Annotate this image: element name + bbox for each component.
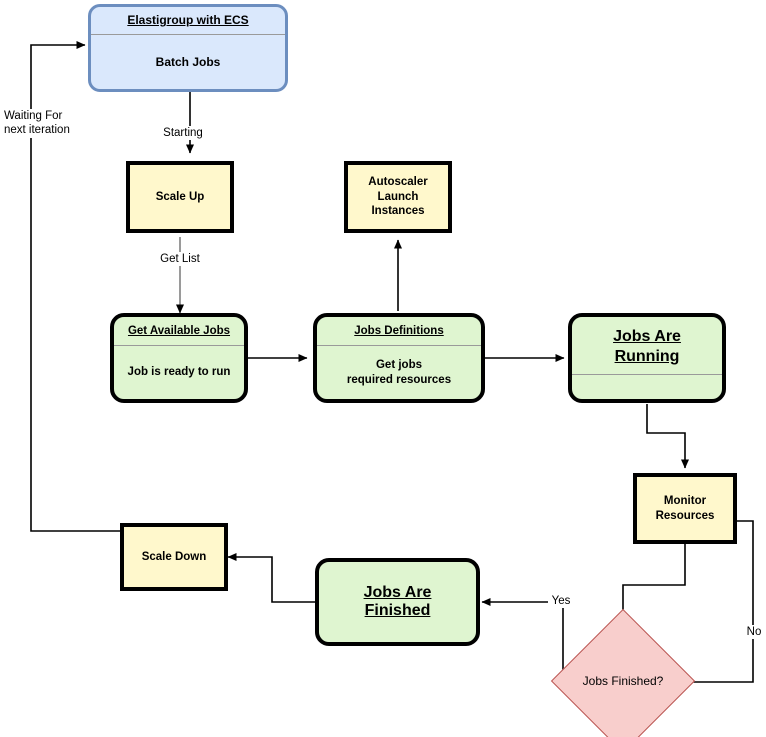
elastigroup-body: Batch Jobs (155, 55, 221, 69)
elastigroup-title: Elastigroup with ECS (91, 7, 285, 35)
scale-up-label: Scale Up (155, 190, 205, 203)
edge-label-starting: Starting (154, 126, 212, 141)
jobs-definitions-title: Jobs Definitions (317, 317, 481, 346)
autoscaler-label: Autoscaler Launch Instances (368, 176, 428, 218)
get-available-jobs-title: Get Available Jobs (114, 317, 244, 346)
node-scale-up[interactable]: Scale Up (126, 161, 234, 233)
node-autoscaler-launch-instances[interactable]: Autoscaler Launch Instances (344, 161, 452, 233)
jobs-definitions-body: Get jobs required resources (346, 359, 452, 386)
jobs-are-finished-title: Jobs Are Finished (363, 584, 432, 619)
jobs-finished-decision-label: Jobs Finished? (582, 674, 664, 688)
node-monitor-resources[interactable]: Monitor Resources (633, 473, 737, 544)
edge-monitor-resources-to-decision (619, 544, 686, 628)
node-jobs-definitions[interactable]: Jobs Definitions Get jobs required resou… (313, 313, 485, 403)
node-jobs-are-running[interactable]: Jobs Are Running (568, 313, 726, 403)
decision-diamond-shape (550, 608, 696, 737)
jobs-are-running-body (572, 375, 722, 399)
node-get-available-jobs[interactable]: Get Available Jobs Job is ready to run (110, 313, 248, 403)
node-scale-down[interactable]: Scale Down (120, 523, 228, 591)
jobs-are-running-title: Jobs Are Running (572, 317, 722, 376)
scale-down-label: Scale Down (141, 550, 207, 563)
edge-label-get-list: Get List (154, 252, 206, 267)
node-elastigroup-with-ecs[interactable]: Elastigroup with ECS Batch Jobs (88, 4, 288, 92)
edge-label-no: No (744, 625, 764, 640)
node-jobs-finished-decision[interactable]: Jobs Finished? (550, 608, 696, 737)
node-jobs-are-finished[interactable]: Jobs Are Finished (315, 558, 480, 646)
edge-label-waiting-for-next-iteration: Waiting For next iteration (4, 109, 94, 138)
edge-jobs-are-finished-to-scale-down (227, 553, 315, 603)
edge-scale-down-to-elastigroup (30, 41, 120, 532)
get-available-jobs-body: Job is ready to run (127, 366, 231, 379)
monitor-resources-label: Monitor Resources (655, 495, 715, 522)
edge-jobs-are-running-to-monitor-resources (646, 404, 689, 469)
edge-label-yes: Yes (548, 594, 574, 609)
